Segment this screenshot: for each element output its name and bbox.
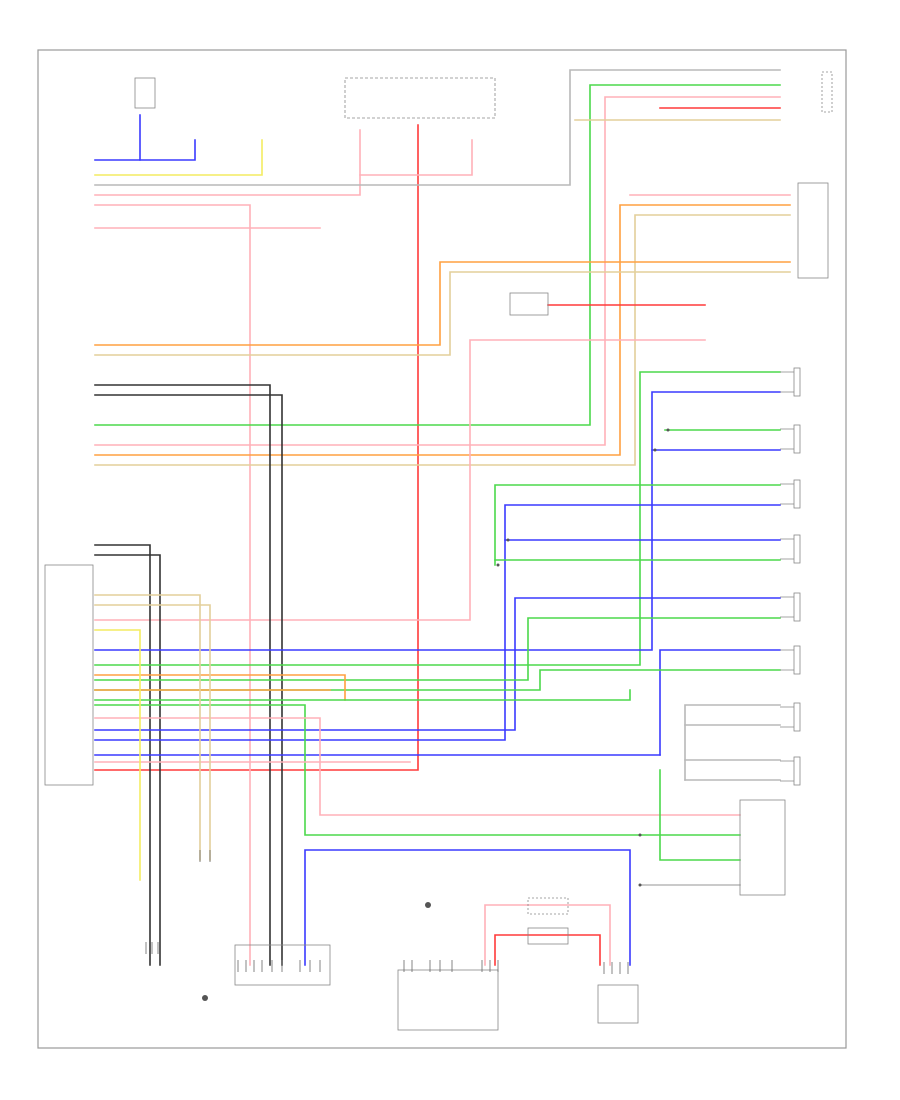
wire-blue-s1 xyxy=(94,391,781,651)
speaker-8 xyxy=(780,756,801,786)
wire-black-4 xyxy=(94,554,161,966)
wire-orange-rm2 xyxy=(94,261,791,346)
ground-symbol-2 xyxy=(425,902,431,908)
speaker-2 xyxy=(780,424,801,454)
bottom-module-1 xyxy=(234,944,331,986)
top-fuse-box xyxy=(344,77,496,119)
wire-black-2 xyxy=(94,394,283,966)
small-component-2 xyxy=(527,927,569,945)
pin-groups xyxy=(145,850,629,974)
wire-pink-rt xyxy=(94,96,781,446)
wire-blue-bottom xyxy=(304,849,631,966)
wire-blue-s3 xyxy=(94,504,781,741)
pins-3 xyxy=(603,962,629,974)
speaker-7 xyxy=(780,702,801,732)
wire-pink-4 xyxy=(94,204,251,966)
wire-red-2 xyxy=(94,124,419,771)
wire-gray-s7 xyxy=(684,704,781,781)
wire-red-br xyxy=(494,934,601,966)
pins-2 xyxy=(403,960,499,972)
node-2 xyxy=(653,448,657,452)
bottom-module-2 xyxy=(397,969,499,1031)
top-left-box xyxy=(134,77,156,109)
bottom-right-box xyxy=(597,984,639,1024)
wire-tan-v1 xyxy=(94,604,211,861)
wire-pink-3 xyxy=(359,139,473,176)
speaker-6 xyxy=(780,645,801,675)
wire-green-rl2 xyxy=(659,769,741,861)
pins-4 xyxy=(145,850,211,954)
small-component-1 xyxy=(527,897,569,915)
wire-pink-sm xyxy=(94,339,706,621)
right-mid-connector xyxy=(797,182,829,279)
wire-red-1 xyxy=(94,129,361,196)
node-5 xyxy=(638,833,642,837)
wire-orange-rm xyxy=(94,204,791,456)
wire-green-s1 xyxy=(94,371,781,666)
speaker-1 xyxy=(780,367,801,397)
wire-gray-top xyxy=(94,69,781,186)
wire-green-s5 xyxy=(94,617,781,681)
wire-green-s3 xyxy=(494,484,781,566)
components xyxy=(44,71,833,1031)
wire-green-b5 xyxy=(94,689,631,701)
diagram-frame xyxy=(37,49,847,1049)
left-module-box xyxy=(44,564,94,786)
ground-symbol-1 xyxy=(202,995,208,1001)
wire-pink-br xyxy=(484,904,611,966)
wire-tan-rm2 xyxy=(94,271,791,356)
node-3 xyxy=(496,563,500,567)
wire-black-3 xyxy=(94,544,151,966)
wire-yellow-v3 xyxy=(94,629,141,881)
small-center-module xyxy=(509,292,549,316)
wire-black-1 xyxy=(94,384,271,966)
speaker-5 xyxy=(780,592,801,622)
wire-blue-top xyxy=(94,114,141,161)
speaker-4 xyxy=(780,534,801,564)
right-top-connector xyxy=(821,71,833,113)
wire-blue-s6 xyxy=(659,649,781,756)
wire-pink-b4 xyxy=(94,717,741,816)
wire-tan-v2 xyxy=(94,594,201,861)
wire-orange-b1 xyxy=(94,674,346,701)
node-6 xyxy=(638,883,642,887)
wires xyxy=(94,69,791,966)
node-4 xyxy=(506,538,510,542)
wire-yellow-top xyxy=(94,139,263,176)
pins-1 xyxy=(237,960,321,972)
speaker-group xyxy=(780,367,801,786)
right-lower-box xyxy=(739,799,786,896)
wire-green-rt xyxy=(94,84,781,426)
node-1 xyxy=(666,428,670,432)
wire-blue-top-2 xyxy=(139,139,196,161)
speaker-3 xyxy=(780,479,801,509)
nodes xyxy=(202,428,670,1001)
